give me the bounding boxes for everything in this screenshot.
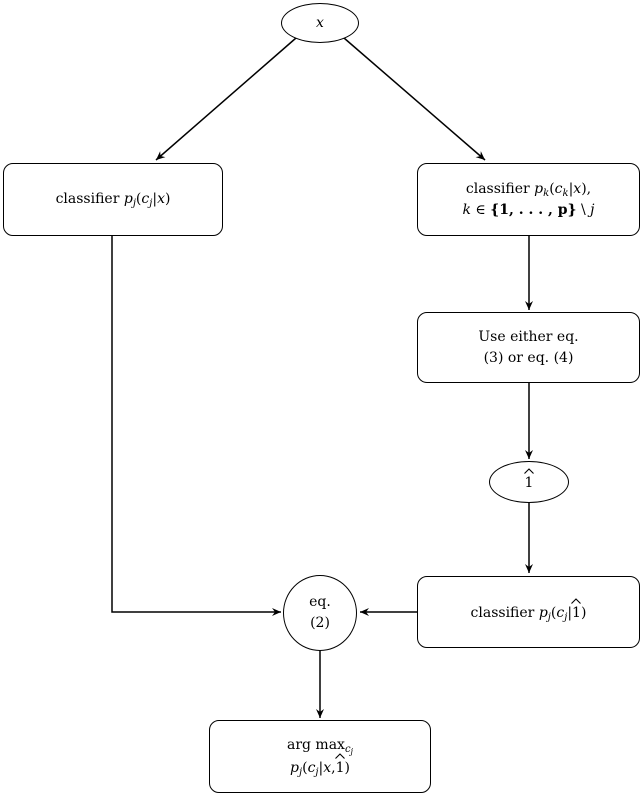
hat-accent-icon (571, 597, 581, 604)
input-x-node: x (281, 3, 359, 43)
classifier-right-line2: k ∈ {1, . . . , p} \ j (462, 201, 595, 218)
eq2-node: eq. (2) (283, 575, 357, 651)
hat-accent-icon (334, 752, 345, 759)
classifier-left-label: classifier pj(cj|x) (55, 191, 171, 209)
argmax-line1: arg maxcj (286, 736, 354, 756)
classifier-bottom-node: classifier pj(cj|1) (417, 576, 640, 648)
eq2-line1: eq. (309, 594, 331, 610)
use-either-node: Use either eq. (3) or eq. (4) (417, 312, 640, 383)
one-hat-symbol-argmax: 1 (334, 752, 345, 779)
classifier-right-node: classifier pk(ck|x), k ∈ {1, . . . , p} … (417, 163, 640, 236)
one-hat-node: 1 (489, 461, 569, 503)
arrow-x-to-right-classifier (343, 37, 486, 161)
one-hat-symbol-bottom: 1 (571, 597, 581, 624)
hat-accent-icon (523, 467, 534, 474)
classifier-left-node: classifier pj(cj|x) (3, 163, 223, 236)
argmax-line2: pj(cj|x,1) (290, 752, 350, 779)
classifier-bottom-label: classifier pj(cj|1) (471, 597, 586, 624)
use-either-line2: (3) or eq. (4) (483, 349, 574, 366)
arrow-left-classifier-to-eq2 (111, 236, 281, 616)
use-either-line1: Use either eq. (478, 328, 579, 345)
argmax-node: arg maxcj pj(cj|x,1) (209, 720, 431, 793)
eq2-line2: (2) (310, 615, 330, 631)
input-x-label: x (316, 14, 324, 31)
arrow-x-to-left-classifier (155, 37, 297, 161)
one-hat-symbol: 1 (523, 467, 534, 494)
classifier-right-line1: classifier pk(ck|x), (465, 180, 592, 199)
